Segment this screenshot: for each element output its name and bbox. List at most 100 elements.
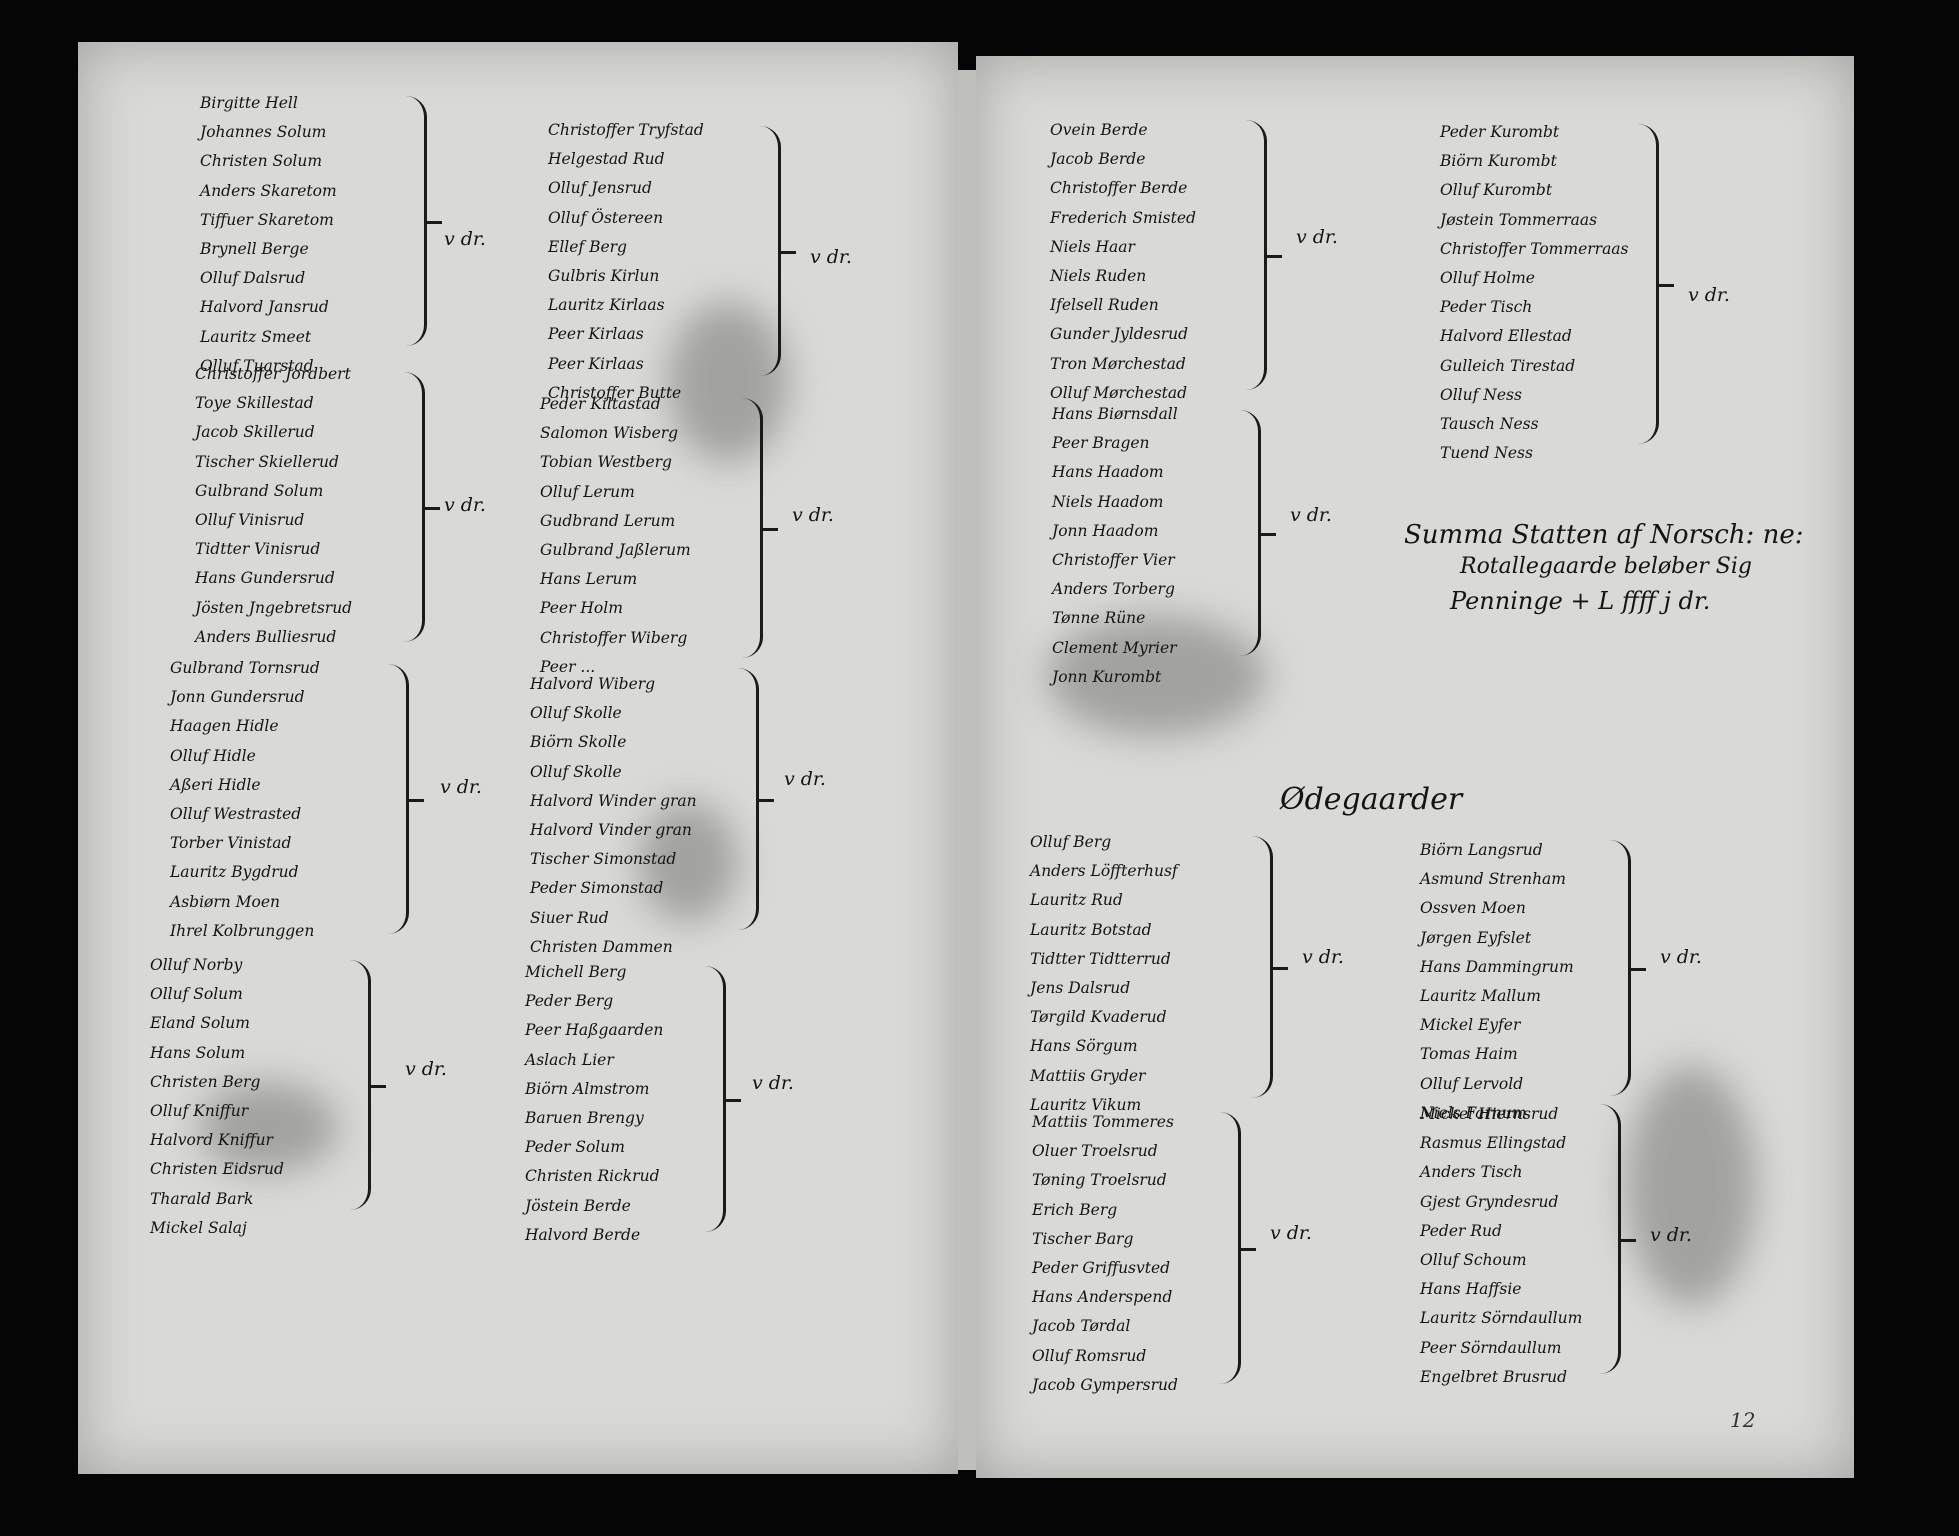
name-entry: Jösten Jngebretsrud — [195, 598, 353, 617]
name-entry: Tuend Ness — [1440, 444, 1533, 463]
name-entry: Olluf Mørchestad — [1050, 383, 1188, 402]
name-entry: Jøstein Tommerraas — [1440, 210, 1598, 229]
name-entry: Peder Berg — [525, 992, 614, 1011]
name-entry: Frederich Smisted — [1050, 208, 1196, 227]
name-entry: Johannes Solum — [200, 123, 327, 142]
name-entry: Engelbret Brusrud — [1420, 1367, 1568, 1386]
group-brace — [1600, 1104, 1636, 1374]
name-entry: Mickel Salaj — [150, 1218, 247, 1237]
name-entry: Jacob Berde — [1050, 150, 1146, 169]
name-entry: Aslach Lier — [525, 1050, 614, 1069]
group-brace — [388, 664, 424, 934]
name-entry: Christoffer Jordbert — [195, 365, 351, 383]
left-col1-group2: Christoffer Jordbert Toye Skillestad Jac… — [195, 360, 352, 652]
page-number: 12 — [1730, 1408, 1756, 1432]
name-entry: Biörn Skolle — [530, 733, 627, 752]
name-entry: Christoffer Tommerraas — [1440, 239, 1629, 258]
name-entry: Lauritz Mallum — [1420, 986, 1541, 1005]
name-entry: Peder Rud — [1420, 1221, 1502, 1240]
name-entry: Jonn Haadom — [1052, 521, 1159, 540]
group-brace — [760, 126, 796, 376]
name-entry: Halvord Wiberg — [530, 675, 656, 693]
name-entry: Lauritz Bygdrud — [170, 863, 299, 882]
name-entry: Tønne Rüne — [1052, 609, 1146, 628]
name-entry: Peer Haßgaarden — [525, 1021, 664, 1040]
name-entry: Gunder Jyldesrud — [1050, 325, 1189, 344]
name-entry: Gulleich Tirestad — [1440, 356, 1576, 375]
name-entry: Erich Berg — [1032, 1200, 1118, 1219]
name-entry: Tischer Simonstad — [530, 850, 677, 869]
name-entry: Hans Lerum — [540, 570, 638, 589]
name-entry: Lauritz Sörndaullum — [1420, 1309, 1583, 1328]
name-entry: Niels Ruden — [1050, 266, 1147, 285]
lower-col2-group1: Biörn Langsrud Asmund Strenham Ossven Mo… — [1420, 836, 1574, 1128]
name-entry: Olluf Dalsrud — [200, 269, 306, 288]
name-entry: Rasmus Ellingstad — [1420, 1134, 1567, 1153]
left-col2-group1: Christoffer Tryfstad Helgestad Rud Olluf… — [548, 116, 704, 408]
name-entry: Hans Biørnsdall — [1052, 405, 1178, 423]
name-entry: Olluf Östereen — [548, 208, 664, 227]
name-entry: Asbiørn Moen — [170, 892, 281, 911]
left-page — [78, 42, 958, 1474]
name-entry: Hans Dammingrum — [1420, 957, 1574, 976]
name-entry: Christoffer Berde — [1050, 179, 1188, 198]
name-entry: Mattiis Gryder — [1030, 1066, 1146, 1085]
name-entry: Niels Farnum — [1420, 1103, 1527, 1122]
name-entry: Olluf Vinisrud — [195, 510, 305, 529]
name-entry: Hans Gundersrud — [195, 569, 335, 588]
name-entry: Peer Bragen — [1052, 434, 1150, 453]
group-brace — [705, 966, 741, 1232]
name-entry: Anders Torberg — [1052, 580, 1175, 599]
name-entry: Tischer Skiellerud — [195, 452, 339, 471]
name-entry: Olluf Holme — [1440, 268, 1535, 287]
name-entry: Olluf Hidle — [170, 746, 256, 765]
right-col1-group2: Hans Biørnsdall Peer Bragen Hans Haadom … — [1052, 400, 1178, 692]
name-entry: Christoffer Butte — [548, 383, 682, 402]
name-entry: Olluf Norby — [150, 956, 243, 974]
group-brace — [406, 96, 442, 346]
name-entry: Ellef Berg — [548, 237, 627, 256]
summa-line-3: Penninge + L ffff j dr. — [1450, 587, 1711, 615]
name-entry: Tobian Westberg — [540, 453, 672, 472]
name-entry: Peder Kurombt — [1440, 123, 1560, 141]
name-entry: Lauritz Smeet — [200, 327, 312, 346]
name-entry: Gulbris Kirlun — [548, 266, 660, 285]
tax-mark: v dr. — [1650, 1224, 1692, 1246]
name-entry: Gjest Gryndesrud — [1420, 1192, 1559, 1211]
name-entry: Mickel Hiernsrud — [1420, 1105, 1559, 1123]
name-entry: Halvord Ellestad — [1440, 327, 1572, 346]
name-entry: Tron Mørchestad — [1050, 354, 1186, 373]
name-entry: Gulbrand Tornsrud — [170, 659, 320, 677]
name-entry: Niels Haadom — [1052, 492, 1164, 511]
left-col1-group1: Birgitte Hell Johannes Solum Christen So… — [200, 89, 337, 381]
section-title: Ødegaarder — [1280, 782, 1463, 817]
name-entry: Hans Sörgum — [1030, 1037, 1138, 1056]
name-entry: Peder Tisch — [1440, 298, 1533, 317]
name-entry: Olluf Skolle — [530, 704, 622, 723]
name-entry: Jonn Gundersrud — [170, 688, 305, 707]
name-entry: Peder Griffusvted — [1032, 1258, 1171, 1277]
name-entry: Helgestad Rud — [548, 150, 665, 169]
name-entry: Peder Simonstad — [530, 879, 664, 898]
name-entry: Christen Dammen — [530, 937, 673, 956]
name-entry: Olluf Ness — [1440, 385, 1522, 404]
lower-col1-group1: Olluf Berg Anders Löffterhusf Lauritz Ru… — [1030, 828, 1178, 1120]
group-brace — [404, 372, 440, 642]
lower-col1-group2: Mattiis Tommeres Oluer Troelsrud Tøning … — [1032, 1108, 1178, 1400]
group-brace — [742, 398, 778, 658]
name-entry: Gulbrand Jaßlerum — [540, 540, 691, 559]
name-entry: Christen Berg — [150, 1072, 261, 1091]
name-entry: Halvord Kniffur — [150, 1131, 273, 1150]
name-entry: Mickel Eyfer — [1420, 1016, 1521, 1035]
name-entry: Christoffer Vier — [1052, 550, 1175, 569]
name-entry: Peer Kirlaas — [548, 325, 644, 344]
name-entry: Jens Dalsrud — [1030, 978, 1131, 997]
name-entry: Christoffer Tryfstad — [548, 121, 704, 139]
name-entry: Peer Kirlaas — [548, 354, 644, 373]
right-col2-group1: Peder Kurombt Biörn Kurombt Olluf Kuromb… — [1440, 118, 1629, 468]
name-entry: Anders Skaretom — [200, 181, 337, 200]
group-brace — [1252, 836, 1288, 1098]
name-entry: Ihrel Kolbrunggen — [170, 921, 315, 940]
name-entry: Jørgen Eyfslet — [1420, 928, 1532, 947]
